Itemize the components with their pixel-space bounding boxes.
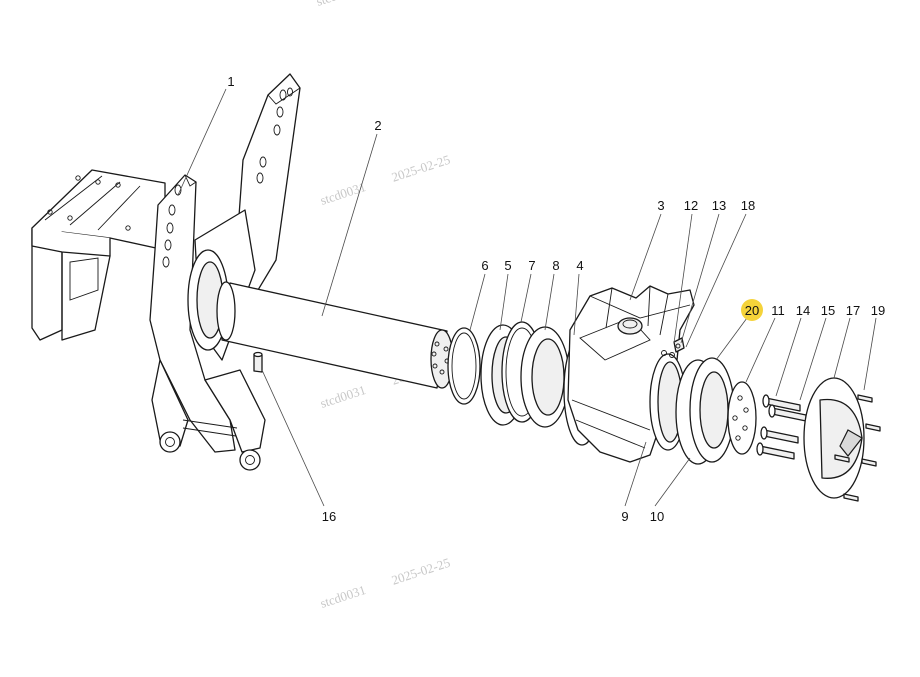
callout-1: 1 [227, 74, 234, 89]
callout-13: 13 [712, 198, 726, 213]
watermark-top: stcd0031 2025-02-25 [314, 0, 363, 9]
callout-6: 6 [481, 258, 488, 273]
shaft [216, 281, 454, 389]
dowel-pin [253, 351, 263, 373]
callout-5: 5 [504, 258, 511, 273]
bearing-cone [675, 357, 735, 465]
watermark-id: stcd0031 [318, 179, 367, 208]
bolt-set [756, 394, 807, 460]
watermark-bottom: stcd0031 2025-02-25 [318, 555, 452, 611]
o-ring [447, 327, 481, 405]
callout-14: 14 [796, 303, 810, 318]
callout-4: 4 [576, 258, 583, 273]
callout-2: 2 [374, 118, 381, 133]
bearing-cup [520, 326, 570, 428]
frame-bracket [31, 73, 301, 471]
cover-bolts [834, 394, 881, 502]
leader-lines [177, 88, 877, 507]
spacer-plate [727, 381, 757, 455]
callout-20: 20 [745, 303, 759, 318]
callout-10: 10 [650, 509, 664, 524]
hub-housing [567, 285, 695, 463]
callout-labels: 1 2 3 12 13 18 6 5 7 8 4 20 11 14 15 17 … [227, 74, 885, 524]
watermark-id: stcd0031 [318, 382, 367, 411]
callout-11: 11 [771, 303, 785, 318]
callout-9: 9 [621, 509, 628, 524]
watermark-date: 2025-02-25 [390, 152, 452, 185]
callout-17: 17 [846, 303, 860, 318]
callout-7: 7 [528, 258, 535, 273]
callout-12: 12 [684, 198, 698, 213]
callout-3: 3 [657, 198, 664, 213]
callout-15: 15 [821, 303, 835, 318]
callout-18: 18 [741, 198, 755, 213]
callout-16: 16 [322, 509, 336, 524]
callout-19: 19 [871, 303, 885, 318]
end-cover [803, 377, 865, 499]
watermark-id: stcd0031 [318, 582, 367, 611]
highlight-badge [741, 299, 763, 321]
watermark-upper-mid: stcd0031 2025-02-25 [318, 152, 452, 208]
watermark-date: 2025-02-25 [390, 555, 452, 588]
callout-8: 8 [552, 258, 559, 273]
watermark-id: stcd0031 [314, 0, 363, 9]
